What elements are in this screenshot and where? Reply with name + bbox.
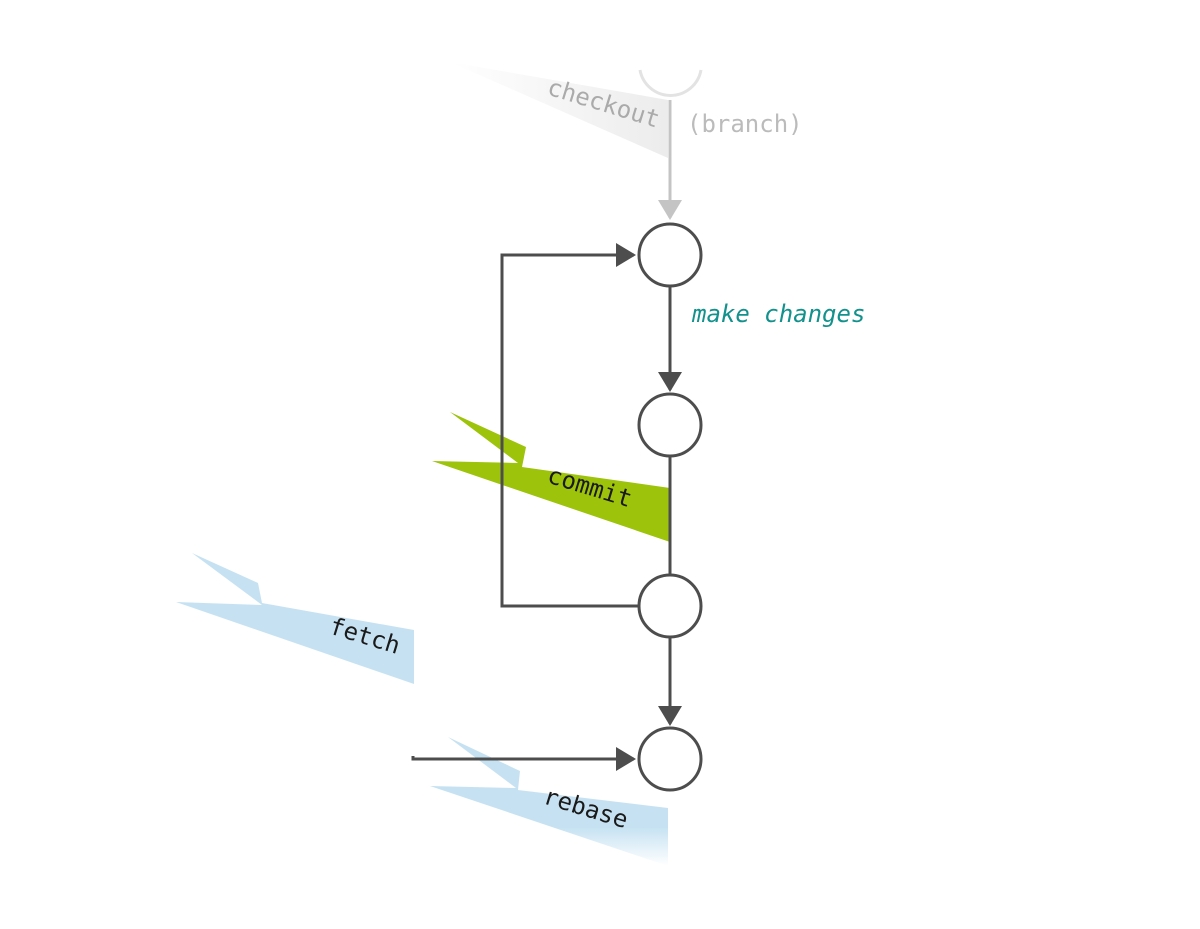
make-changes-label: make changes: [691, 300, 865, 328]
commit-node-4: [637, 726, 703, 792]
commit-node-1: [637, 222, 703, 288]
branch-label: (branch): [687, 110, 803, 138]
commit-node-3: [637, 573, 703, 639]
previous-commit-circle: [638, 69, 703, 97]
iterate-loop-arrow: [500, 243, 639, 608]
commit-flag: [432, 412, 670, 542]
fetch-flag: [176, 553, 414, 684]
fetch-rebase-arrow: [411, 747, 636, 771]
checkout-flag: [450, 62, 668, 158]
rebase-flag: [430, 737, 668, 866]
commit-node-2: [637, 392, 703, 458]
